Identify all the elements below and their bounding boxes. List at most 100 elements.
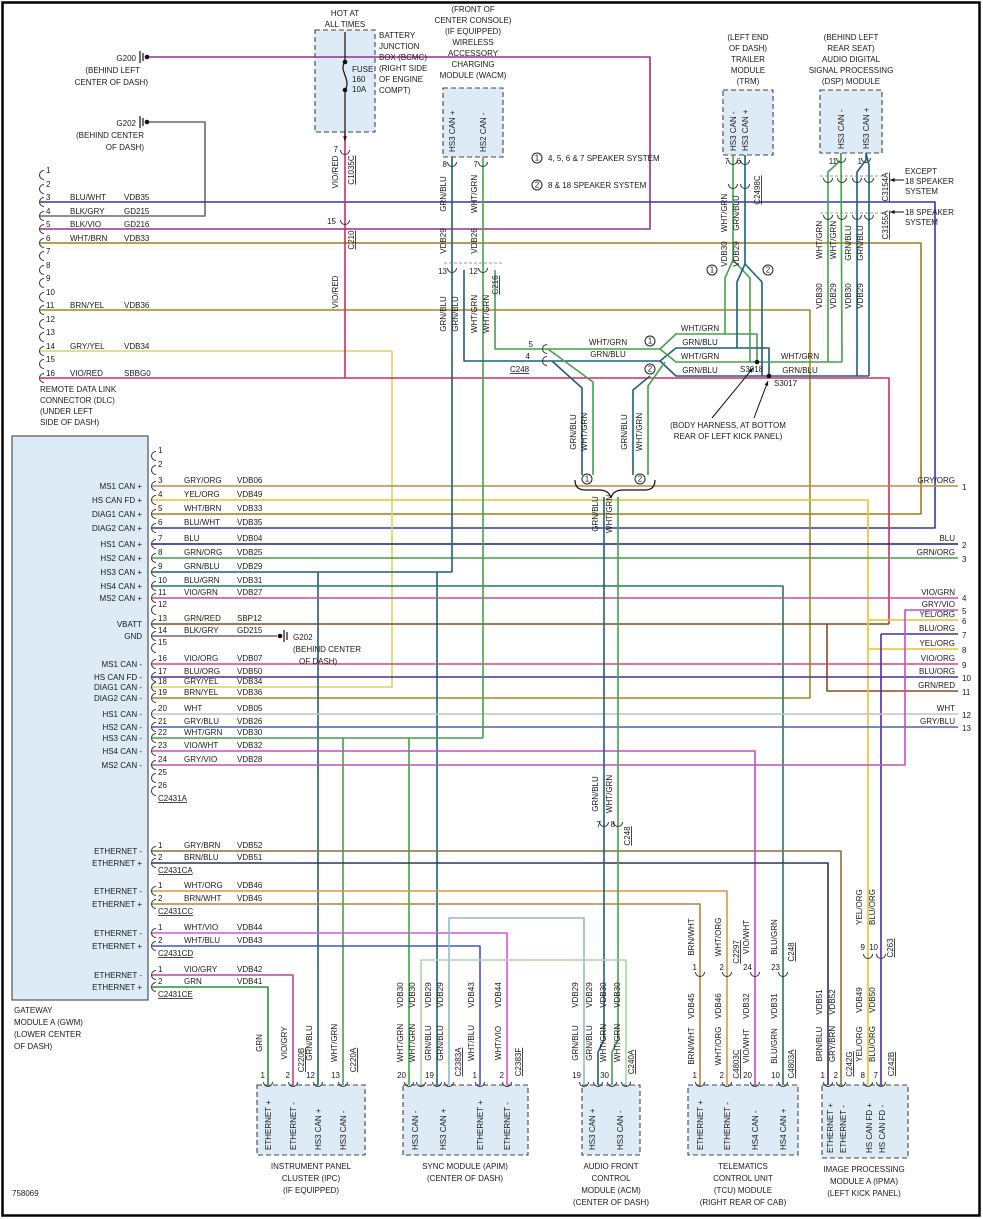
wire-branch1-whtgrn-down xyxy=(547,348,594,475)
wacm-column: WHT/GRN xyxy=(470,295,479,333)
ipma-column: C242B xyxy=(887,1052,896,1076)
connector-arc xyxy=(621,1081,631,1087)
apim-column: WHT/GRN xyxy=(396,1024,405,1062)
exit-numbers: 10 xyxy=(962,674,971,683)
pin-bracket-arc xyxy=(39,319,45,329)
connector-arc xyxy=(823,214,833,220)
wire-vdb33-diag1-can-plus xyxy=(40,242,922,515)
pin-bracket-arc xyxy=(151,982,157,992)
tcu-column: 1 xyxy=(693,963,698,972)
pointer-arrowhead xyxy=(890,210,895,214)
gwm-pin-numbers: 10 xyxy=(158,576,167,585)
bjb-labels: OF ENGINE xyxy=(379,75,423,84)
dlc-pin-numbers: 14 xyxy=(46,342,55,351)
gwm-wire-colors: GRY/VIO xyxy=(184,755,217,764)
connector-arc xyxy=(740,183,750,189)
ground-labels: (BEHIND CENTER xyxy=(76,131,144,140)
bjb-labels: (RIGHT SIDE xyxy=(379,64,427,73)
apim-column: WHT/BLU xyxy=(467,1025,476,1061)
connector-arc xyxy=(478,267,488,273)
apim-column: VDB30 xyxy=(396,982,405,1008)
gwm-pin-numbers: 4 xyxy=(158,490,163,499)
exit-numbers: 9 xyxy=(962,661,967,670)
dlc-wire-colors: BLK/GRY xyxy=(70,207,105,216)
gwm-pin-numbers: 1 xyxy=(158,923,163,932)
gwm-wire-colors: WHT/VIO xyxy=(184,923,218,932)
connector-arc xyxy=(432,1081,442,1087)
connector-arc xyxy=(728,183,738,189)
gwm-pin-names: DIAG2 CAN + xyxy=(92,524,142,533)
trm-column: 7 xyxy=(725,157,730,166)
module-captions: SIGNAL PROCESSING xyxy=(809,66,894,75)
gwm-wire-colors: BRN/YEL xyxy=(184,688,219,697)
gwm-pin-names: ETHERNET - xyxy=(94,887,142,896)
tcu-column: VDB45 xyxy=(687,993,696,1019)
gwm-circuits: VDB25 xyxy=(237,548,263,557)
wire-trm-grnblu-spk1 xyxy=(736,263,746,348)
module-pin-names: ETHERNET + xyxy=(696,1100,705,1150)
ground-labels: (BEHIND LEFT xyxy=(85,66,140,75)
module-pin-names: HS4 CAN + xyxy=(779,1108,788,1150)
wire-vdb44-ethernet-minus xyxy=(152,932,508,1085)
gwm-circuits: VDB46 xyxy=(237,881,263,890)
ipma-column: VDB51 xyxy=(815,989,824,1015)
dlc-pin-numbers: 1 xyxy=(46,166,51,175)
gwm-circuits: VDB05 xyxy=(237,704,263,713)
wire-vdb32-hs4-can-minus xyxy=(152,750,756,1085)
wacm-column: WHT/GRN xyxy=(470,175,479,213)
ipma-column: VDB52 xyxy=(828,989,837,1015)
module-captions: MODULE (ACM) xyxy=(581,1186,641,1195)
wire-dsp-whtgrn-b xyxy=(840,152,843,363)
acm-column: 19 xyxy=(572,1071,581,1080)
note-circle xyxy=(634,473,646,485)
ipc-column: 13 xyxy=(331,1071,340,1080)
gwm-wire-colors: WHT/BRN xyxy=(184,504,222,513)
gwm-pin-numbers: 26 xyxy=(158,781,167,790)
gwm-wire-colors: YEL/ORG xyxy=(184,490,220,499)
module-captions: TELEMATICS xyxy=(718,1162,768,1171)
pin-bracket-arc xyxy=(151,858,157,868)
exit-wire-labels: GRY/ORG xyxy=(917,476,955,485)
gwm-pin-names: HS1 CAN - xyxy=(102,710,142,719)
gwm-pin-numbers: 19 xyxy=(158,688,167,697)
fuse-wire-labels: VIO/RED xyxy=(331,155,340,188)
splice-dot xyxy=(342,59,348,65)
gwm-pin-names: DIAG1 CAN - xyxy=(94,683,142,692)
module-captions: MODULE xyxy=(731,66,765,75)
wacm-column: GRN/BLU xyxy=(451,296,460,332)
module-box-apim xyxy=(402,1084,529,1156)
module-captions: TRAILER xyxy=(731,55,765,64)
pointer-arrow xyxy=(753,380,769,419)
ipc-column: WHT/GRN xyxy=(330,1024,339,1062)
connector-arc xyxy=(695,971,705,977)
dlc-wire-colors: WHT/BRN xyxy=(70,234,108,243)
dlc-pin-numbers: 5 xyxy=(46,220,51,229)
dlc-pin-numbers: 6 xyxy=(46,234,51,243)
gwm-circuits: VDB06 xyxy=(237,476,263,485)
gwm-pin-numbers: 13 xyxy=(158,614,167,623)
dlc-circuits: GD216 xyxy=(124,220,150,229)
gwm-pin-numbers: 3 xyxy=(158,476,163,485)
gwm-wire-colors: BRN/BLU xyxy=(184,853,219,862)
ipma-column: 7 xyxy=(874,1071,879,1080)
pin-bracket-arc xyxy=(151,693,157,703)
gwm-circuits: VDB26 xyxy=(237,717,263,726)
exit-numbers: 7 xyxy=(962,631,967,640)
connector-arc xyxy=(722,1081,732,1087)
exit-wire-labels: BLU xyxy=(939,534,955,543)
bjb-labels: FUSE xyxy=(352,65,373,74)
exit-wire-labels: GRN/ORG xyxy=(917,548,955,557)
legend-notes: 8 & 18 SPEAKER SYSTEM xyxy=(548,181,647,190)
wacm-column: 7 xyxy=(474,160,479,169)
dsp-column: VDB29 xyxy=(829,283,838,309)
apim-column: 20 xyxy=(397,1071,406,1080)
dsp-column: VDB30 xyxy=(815,283,824,309)
fuse-wire-labels: 7 xyxy=(334,145,339,154)
pin-bracket-arc xyxy=(151,886,157,896)
dsp-variant-notes: SYSTEM xyxy=(905,218,938,227)
wire-trm-whtgrn-spk2 xyxy=(732,259,751,362)
body-harness-note: REAR OF LEFT KICK PANEL) xyxy=(674,432,783,441)
dlc-pin-numbers: 3 xyxy=(46,193,51,202)
gwm-pin-names: HS4 CAN - xyxy=(102,747,142,756)
gwm-circuits: VDB30 xyxy=(237,728,263,737)
